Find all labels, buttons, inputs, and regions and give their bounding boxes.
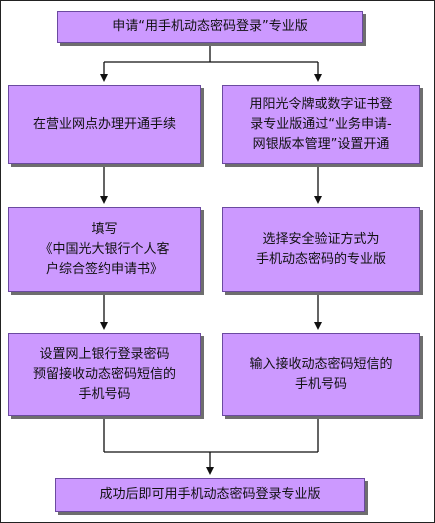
step-left-3-line-1: 设置网上银行登录密码: [39, 346, 170, 362]
step-left-2-line-2: 《中国光大银行个人客: [39, 241, 170, 257]
step-right-3-box: 输入接收动态密码短信的 手机号码: [222, 333, 420, 416]
step-left-1-text: 在营业网点办理开通手续: [32, 116, 176, 132]
step-left-2-line-1: 填写: [91, 221, 118, 237]
step-right-1-line-3: 网银版本管理”设置开通: [252, 136, 390, 152]
step-right-2-line-1: 选择安全验证方式为: [262, 231, 380, 247]
step-left-3-box: 设置网上银行登录密码 预留接收动态密码短信的 手机号码: [8, 333, 201, 416]
step-right-3-line-2: 手机号码: [294, 376, 347, 392]
step-left-1-box: 在营业网点办理开通手续: [8, 85, 201, 164]
step-left-3-line-3: 手机号码: [78, 386, 131, 402]
step-left-2-line-3: 户综合签约申请书》: [45, 261, 163, 277]
step-right-1-line-1: 用阳光令牌或数字证书登: [249, 96, 393, 112]
step-left-3-line-2: 预留接收动态密码短信的: [32, 366, 176, 382]
step-title-text: 申请“用手机动态密码登录”专业版: [112, 19, 308, 34]
step-final-box: 成功后即可用手机动态密码登录专业版: [55, 478, 365, 512]
step-right-2-line-2: 手机动态密码的专业版: [255, 251, 386, 267]
step-right-2-box: 选择安全验证方式为 手机动态密码的专业版: [222, 207, 420, 292]
step-right-1-box: 用阳光令牌或数字证书登 录专业版通过“业务申请- 网银版本管理”设置开通: [222, 85, 420, 164]
step-right-1-line-2: 录专业版通过“业务申请-: [250, 116, 392, 132]
step-title-box: 申请“用手机动态密码登录”专业版: [57, 11, 363, 43]
step-final-text: 成功后即可用手机动态密码登录专业版: [99, 487, 321, 502]
step-left-2-box: 填写 《中国光大银行个人客 户综合签约申请书》: [8, 207, 201, 292]
step-right-3-line-1: 输入接收动态密码短信的: [249, 356, 393, 372]
